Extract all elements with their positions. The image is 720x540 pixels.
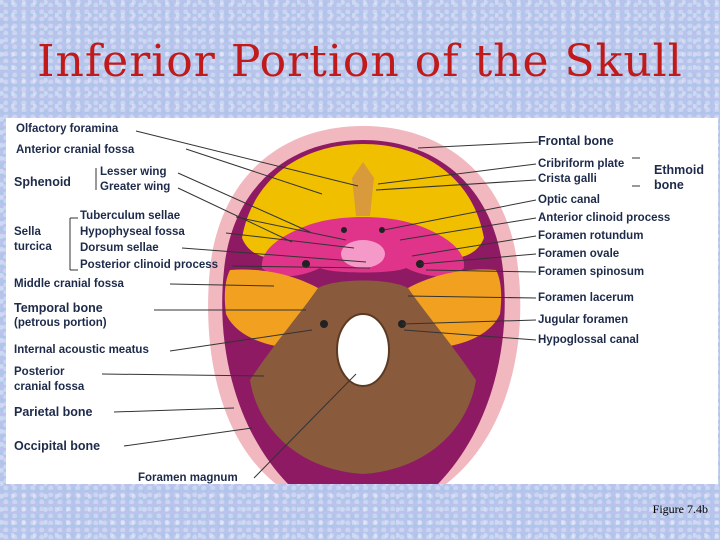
foramen-ovale-hole [302, 260, 310, 268]
optic-canal-hole [341, 227, 347, 233]
label-foramen-ovale: Foramen ovale [538, 248, 620, 260]
label-hypophyseal-fossa: Hypophyseal fossa [80, 226, 185, 238]
label-olfactory-foramina: Olfactory foramina [16, 123, 119, 135]
label-jugular-foramen: Jugular foramen [538, 314, 629, 326]
label-sphenoid: Sphenoid [14, 175, 71, 189]
label-dorsum-sellae: Dorsum sellae [80, 242, 159, 254]
label-optic-canal: Optic canal [538, 194, 600, 206]
leader-lines-left [69, 130, 371, 479]
label-internal-acoustic-meatus: Internal acoustic meatus [14, 344, 149, 356]
label-tuberculum-sellae: Tuberculum sellae [80, 210, 181, 222]
label-foramen-rotundum: Foramen rotundum [538, 230, 644, 242]
label-greater-wing: Greater wing [100, 181, 171, 193]
skull-illustration [69, 126, 640, 484]
label-lesser-wing: Lesser wing [100, 166, 167, 178]
label-temporal-bone: Temporal bone [14, 301, 103, 315]
label-posterior-clinoid-process: Posterior clinoid process [80, 259, 219, 271]
label-sella-turcica-line2: turcica [14, 241, 52, 253]
label-anterior-clinoid-process: Anterior clinoid process [538, 212, 671, 224]
leader-lines-right [375, 141, 640, 341]
label-posterior-cranial-fossa-line1: Posterior [14, 366, 65, 378]
label-ethmoid-bone-line1: Ethmoid [654, 163, 704, 177]
crista-galli-shape [352, 162, 374, 216]
label-foramen-lacerum: Foramen lacerum [538, 292, 634, 304]
optic-canal-hole-right [379, 227, 385, 233]
label-crista-galli: Crista galli [538, 173, 597, 185]
label-middle-cranial-fossa: Middle cranial fossa [14, 278, 124, 290]
label-parietal-bone: Parietal bone [14, 405, 93, 419]
slide-title: Inferior Portion of the Skull [37, 36, 683, 87]
skull-diagram-panel: Olfactory foramina Anterior cranial foss… [6, 118, 718, 484]
label-petrous-portion: (petrous portion) [14, 317, 107, 329]
label-foramen-spinosum: Foramen spinosum [538, 266, 645, 278]
label-sella-turcica-line1: Sella [14, 226, 41, 238]
label-frontal-bone: Frontal bone [538, 134, 614, 148]
label-occipital-bone: Occipital bone [14, 439, 101, 453]
label-ethmoid-bone-line2: bone [654, 178, 684, 192]
label-posterior-cranial-fossa-line2: cranial fossa [14, 381, 85, 393]
foramen-magnum-shape [336, 313, 390, 387]
label-cribriform-plate: Cribriform plate [538, 158, 625, 170]
label-foramen-magnum: Foramen magnum [138, 472, 238, 484]
sella-turcica-shape [341, 240, 385, 268]
figure-caption: Figure 7.4b [652, 502, 708, 516]
label-hypoglossal-canal: Hypoglossal canal [538, 334, 639, 346]
jugular-foramen-hole [320, 320, 328, 328]
label-anterior-cranial-fossa: Anterior cranial fossa [16, 144, 135, 156]
